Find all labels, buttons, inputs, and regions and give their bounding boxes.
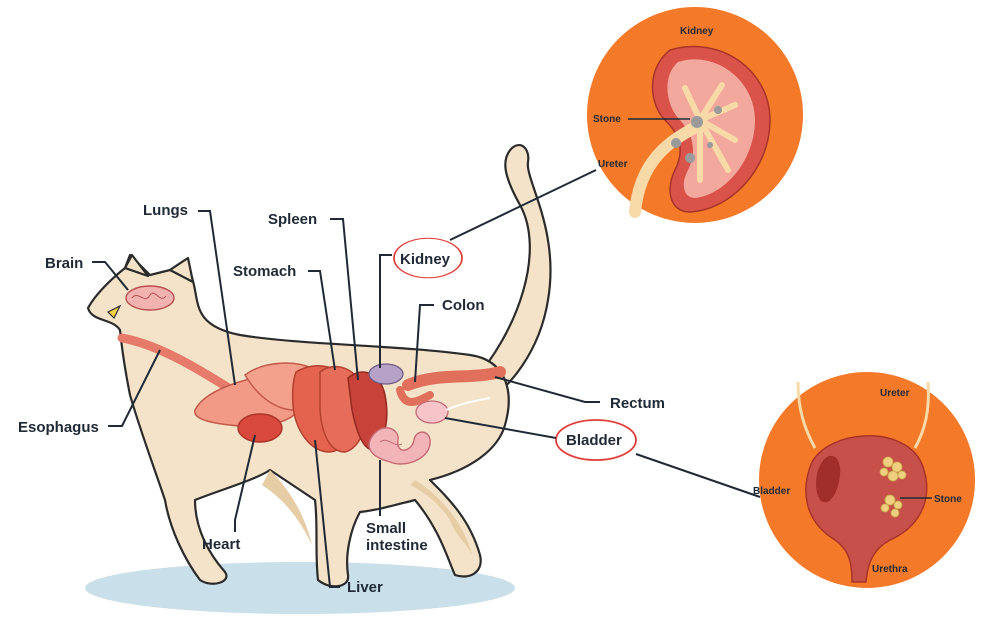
label-liver: Liver <box>347 579 383 596</box>
bladder-inset-urethra-label: Urethra <box>872 564 908 575</box>
small-intestine-organ <box>368 427 431 465</box>
label-heart: Heart <box>202 536 240 553</box>
bladder-inset-bladder-label: Bladder <box>753 486 790 497</box>
label-small-intestine-2: intestine <box>366 537 428 554</box>
colon-loop <box>396 386 434 406</box>
bladder-stone <box>879 456 907 518</box>
label-small-intestine-1: Small <box>366 520 406 537</box>
urethra-line <box>445 397 491 411</box>
label-brain: Brain <box>45 255 83 272</box>
esophagus-organ <box>117 333 240 397</box>
bladder-organ <box>415 400 449 424</box>
label-kidney: Kidney <box>400 251 451 268</box>
inset-ureter <box>629 119 706 218</box>
leader-heart <box>234 434 256 532</box>
leader-bladder <box>444 417 557 439</box>
brain-organ <box>125 285 175 311</box>
leader-brain <box>92 261 129 291</box>
kidney-stone <box>691 116 703 128</box>
cat-ear <box>123 253 150 278</box>
kidney-inset-stone-label: Stone <box>593 114 621 125</box>
connector-bladder-inset <box>635 453 761 498</box>
kidney-inset-ureter-label: Ureter <box>598 159 628 170</box>
kidney-highlight-circle[interactable] <box>393 237 463 279</box>
leader-spleen <box>330 218 359 381</box>
kidney-inset-title: Kidney <box>680 26 714 37</box>
cat-tail <box>468 144 552 407</box>
label-stomach: Stomach <box>233 263 296 280</box>
label-colon: Colon <box>442 297 485 314</box>
label-lungs: Lungs <box>143 202 188 219</box>
bladder-inset: Ureter Bladder Stone Urethra <box>753 372 975 588</box>
ground-shadow <box>85 562 515 614</box>
front-leg-shadow <box>262 470 312 545</box>
leader-lungs <box>198 210 236 386</box>
label-bladder: Bladder <box>566 432 622 449</box>
kidney-inset: Kidney Stone Ureter <box>587 7 803 223</box>
label-rectum: Rectum <box>610 395 665 412</box>
leader-esophagus <box>108 349 161 427</box>
cat-eye <box>106 304 122 320</box>
bladder-inset-stone-label: Stone <box>934 494 962 505</box>
kidney-organ <box>368 363 404 385</box>
heart-organ <box>237 413 283 443</box>
label-esophagus: Esophagus <box>18 419 99 436</box>
leader-kidney <box>379 254 392 368</box>
hind-leg-shadow <box>410 480 472 555</box>
colon-organ <box>402 366 506 391</box>
connector-kidney-inset <box>449 169 597 241</box>
leader-rectum <box>494 376 600 403</box>
cat-ear-back <box>168 256 195 284</box>
leader-colon <box>414 304 434 383</box>
leader-stomach <box>308 270 336 371</box>
bladder-highlight-circle[interactable] <box>555 419 637 461</box>
bladder-inset-ureter-label: Ureter <box>880 388 910 399</box>
leader-liver <box>314 439 340 588</box>
label-spleen: Spleen <box>268 211 317 228</box>
inset-bladder-wall <box>816 455 841 503</box>
